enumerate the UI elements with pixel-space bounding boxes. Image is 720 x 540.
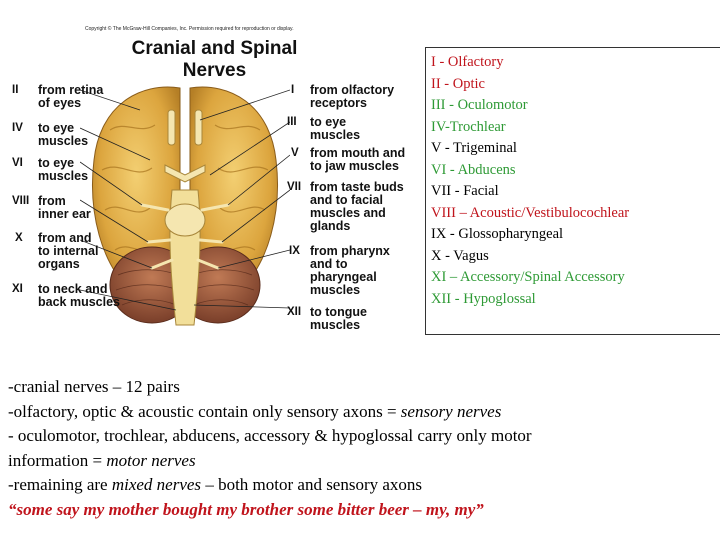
- label-line: of eyes: [38, 96, 82, 110]
- nerve-number: IV: [12, 122, 23, 134]
- nerve-number: IX: [289, 245, 300, 257]
- brain-illustration: [80, 86, 290, 326]
- label-line: muscles: [310, 128, 361, 142]
- nerve-number: III: [287, 116, 297, 128]
- nerve-description: from retina of eyes: [38, 84, 103, 110]
- figure-title-line1: Cranial and Spinal: [131, 38, 298, 59]
- label-line: to eye: [38, 121, 75, 135]
- nerve-number: VI: [12, 157, 23, 169]
- legend-item: XII - Hypoglossal: [431, 290, 536, 307]
- note-text: information =: [8, 450, 107, 470]
- legend-item: II - Optic: [431, 75, 485, 92]
- note-line-4: information = motor nerves: [8, 449, 713, 474]
- nerve-number: II: [12, 84, 19, 96]
- note-emphasis: sensory nerves: [400, 401, 502, 421]
- nerve-description: from and to internal organs: [38, 232, 98, 271]
- note-text: -olfactory, optic & acoustic contain onl…: [8, 401, 401, 421]
- legend-item: X - Vagus: [431, 247, 489, 264]
- label-line: to internal: [38, 244, 99, 258]
- nerve-description: to eye muscles: [38, 122, 88, 148]
- label-line: to neck and: [38, 282, 108, 296]
- label-line: glands: [310, 219, 351, 233]
- legend-item: III - Oculomotor: [431, 97, 528, 113]
- nerve-number: XII: [287, 306, 302, 318]
- figure-title: Cranial and Spinal Nerves: [112, 38, 317, 82]
- note-emphasis: mixed nerves: [111, 475, 202, 494]
- label-line: pharyngeal: [310, 270, 377, 284]
- note-text: – both motor and sensory axons: [201, 475, 423, 494]
- label-line: muscles: [38, 169, 89, 183]
- label-line: inner ear: [38, 207, 91, 221]
- label-line: from olfactory: [310, 83, 395, 97]
- nerve-number: XI: [12, 283, 23, 295]
- mnemonic: “some say my mother bought my brother so…: [8, 499, 484, 519]
- nerve-description: from inner ear: [38, 195, 91, 221]
- label-line: muscles: [310, 283, 361, 297]
- nerve-description: to tongue muscles: [310, 306, 367, 332]
- label-line: receptors: [310, 96, 367, 110]
- note-line-3: - oculomotor, trochlear, abducens, acces…: [8, 426, 532, 445]
- nerve-number: V: [291, 147, 299, 159]
- label-line: from: [38, 194, 66, 208]
- label-line: from and: [38, 231, 92, 245]
- note-emphasis: motor nerves: [106, 450, 196, 470]
- label-line: to tongue: [310, 305, 367, 319]
- label-line: from mouth and: [310, 146, 406, 160]
- legend-item: IV-Trochlear: [431, 118, 506, 135]
- nerve-description: from pharynx and to pharyngeal muscles: [310, 245, 390, 297]
- optic-chiasm: [164, 164, 206, 183]
- legend-item: V - Trigeminal: [431, 140, 517, 156]
- legend-item: VII - Facial: [431, 183, 499, 199]
- label-line: and to: [310, 257, 348, 271]
- olfactory-bulb-left: [167, 109, 176, 146]
- nerve-description: from taste buds and to facial muscles an…: [310, 181, 404, 233]
- legend-item: I - Olfactory: [431, 54, 504, 70]
- nerve-number: VII: [287, 181, 302, 193]
- nerve-description: to eye muscles: [310, 116, 360, 142]
- note-text: -remaining are: [8, 475, 112, 494]
- copyright-notice: Copyright © The McGraw-Hill Companies, I…: [85, 26, 294, 32]
- nerve-number: VIII: [12, 195, 30, 207]
- label-line: to jaw muscles: [310, 159, 399, 173]
- nerve-number: X: [15, 232, 23, 244]
- nerve-number: I: [291, 84, 295, 96]
- nerve-description: to eye muscles: [38, 157, 88, 183]
- note-line-1: -cranial nerves – 12 pairs: [8, 377, 180, 396]
- legend-item: VI - Abducens: [431, 161, 516, 178]
- nerve-description: to neck and back muscles: [38, 283, 120, 309]
- legend-item: VIII – Acoustic/Vestibulocochlear: [431, 204, 630, 221]
- label-line: and to facial: [310, 193, 383, 207]
- label-line: back muscles: [38, 295, 120, 309]
- label-line: to eye: [38, 156, 75, 170]
- legend-item: XI – Accessory/Spinal Accessory: [431, 269, 625, 285]
- label-line: to eye: [310, 115, 347, 129]
- label-line: organs: [38, 257, 80, 271]
- notes-section: -cranial nerves – 12 pairs -olfactory, o…: [8, 375, 713, 522]
- label-line: from taste buds: [310, 180, 404, 194]
- nerve-description: from mouth and to jaw muscles: [310, 147, 405, 173]
- label-line: from retina: [38, 83, 104, 97]
- nerve-description: from olfactory receptors: [310, 84, 394, 110]
- figure-title-line2: Nerves: [182, 60, 247, 81]
- pons: [164, 203, 206, 237]
- note-line-5: -remaining are mixed nerves – both motor…: [8, 473, 713, 498]
- label-line: muscles and: [310, 206, 386, 220]
- label-line: muscles: [310, 318, 361, 332]
- olfactory-bulb-right: [194, 109, 203, 146]
- label-line: from pharynx: [310, 244, 390, 258]
- label-line: muscles: [38, 134, 89, 148]
- note-line-2: -olfactory, optic & acoustic contain onl…: [8, 400, 713, 425]
- legend-item: IX - Glossopharyngeal: [431, 226, 564, 242]
